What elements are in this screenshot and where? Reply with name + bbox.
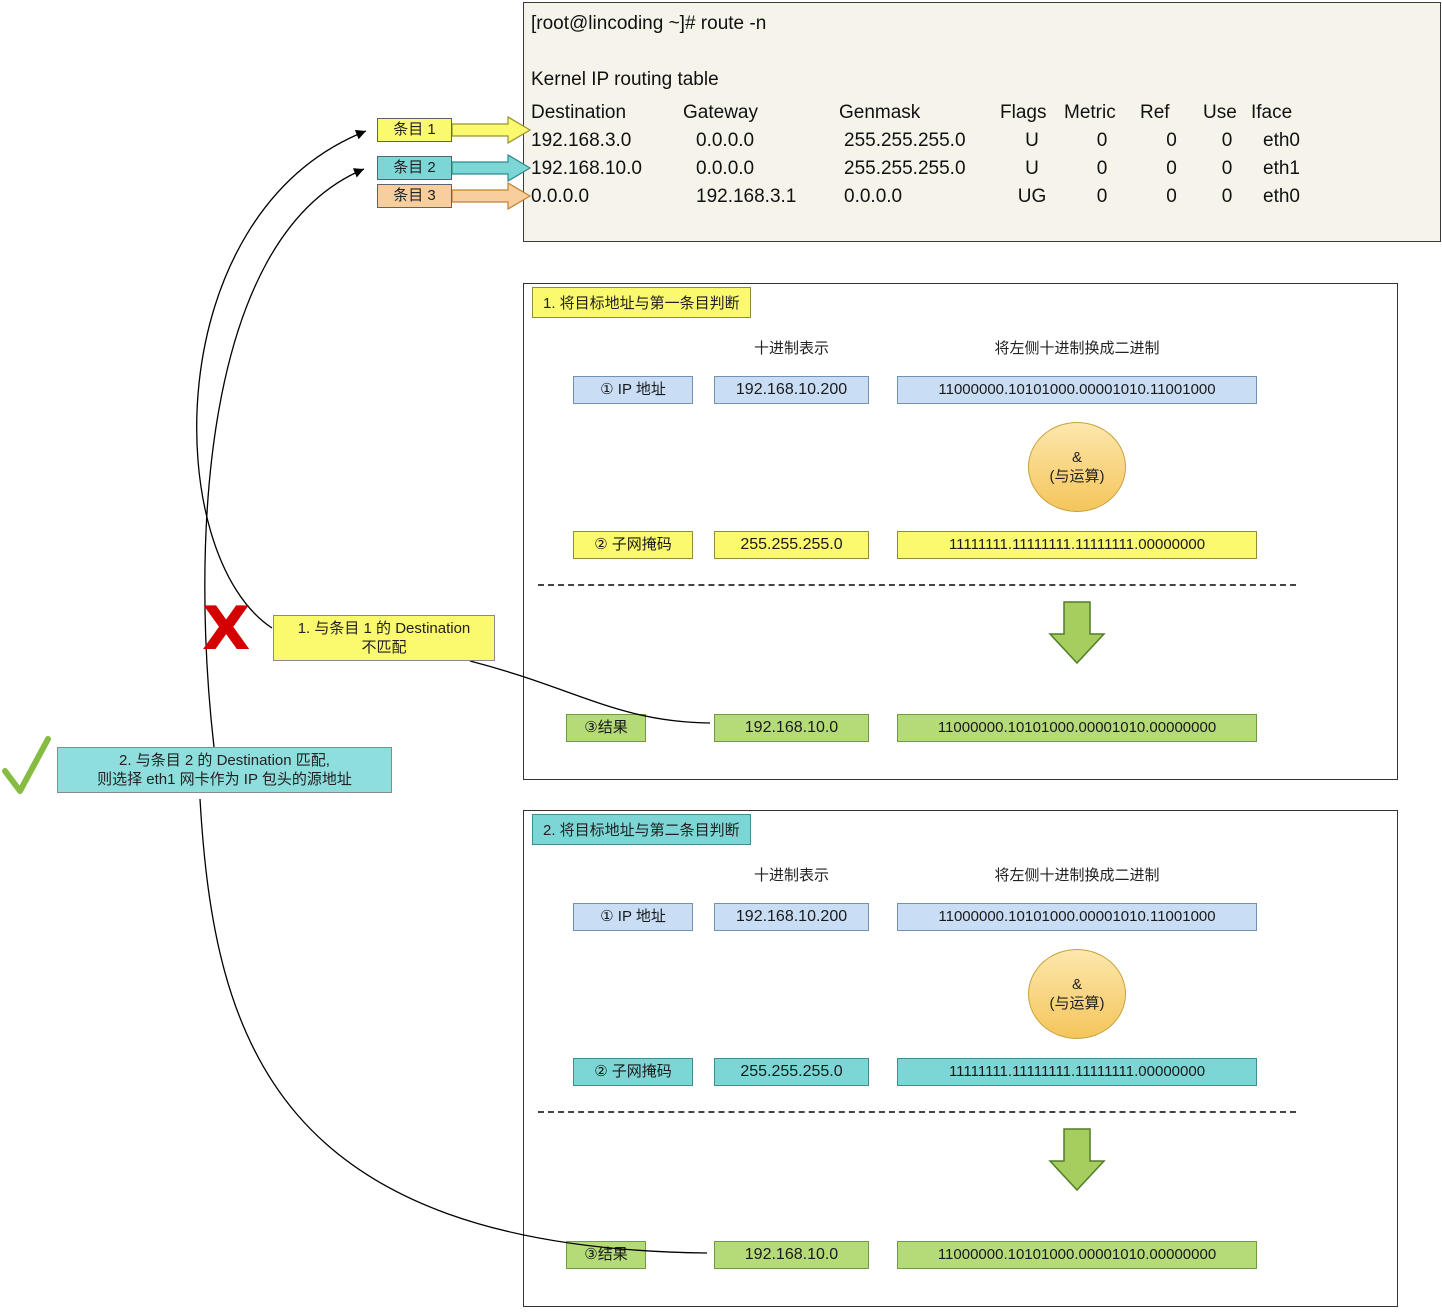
rt-cell: 0.0.0.0: [696, 158, 755, 179]
rt-cell: 255.255.255.0: [844, 130, 966, 151]
and-symbol: &: [1071, 448, 1082, 466]
rt-cell: eth0: [1263, 130, 1300, 151]
rt-cell: 255.255.255.0: [844, 158, 966, 179]
rt-cell: 0: [1166, 158, 1177, 179]
rt-cell: eth1: [1263, 158, 1300, 179]
rt-cell: 192.168.3.0: [531, 130, 632, 151]
section-2-title: 2. 将目标地址与第二条目判断: [532, 814, 751, 845]
mask-binary: 11111111.11111111.11111111.00000000: [897, 531, 1257, 559]
rt-header-cell: Gateway: [683, 102, 758, 123]
routing-table-title: Kernel IP routing table: [531, 69, 719, 90]
result-decimal: 192.168.10.0: [714, 1241, 869, 1269]
routing-table: Destination Gateway Genmask Flags Metric…: [531, 99, 1381, 211]
decimal-column-header: 十进制表示: [753, 340, 829, 357]
entry-1-label: 条目 1: [377, 118, 452, 142]
down-arrow-shape: [1048, 601, 1106, 665]
rt-cell: 0.0.0.0: [696, 130, 755, 151]
mask-decimal: 255.255.255.0: [714, 1058, 869, 1086]
rt-cell: 0: [1166, 130, 1177, 151]
terminal-command: [root@lincoding ~]# route -n: [531, 13, 767, 34]
down-arrow-icon: [1048, 601, 1106, 665]
ip-binary: 11000000.10101000.00001010.11001000: [897, 376, 1257, 404]
rt-cell: U: [1025, 130, 1039, 151]
rt-cell: eth0: [1263, 186, 1300, 207]
section-1-title: 1. 将目标地址与第一条目判断: [532, 287, 751, 318]
entry-3-label: 条目 3: [377, 184, 452, 208]
rt-cell: 0: [1221, 186, 1233, 207]
rt-header-cell: Metric: [1064, 102, 1116, 123]
match-note-line2: 则选择 eth1 网卡作为 IP 包头的源地址: [97, 771, 352, 788]
and-label: (与运算): [1049, 995, 1105, 1012]
mask-label: ② 子网掩码: [573, 1058, 693, 1086]
decimal-column-header: 十进制表示: [753, 867, 829, 884]
mismatch-note: 1. 与条目 1 的 Destination 不匹配: [273, 615, 495, 661]
terminal-window: [root@lincoding ~]# route -n Kernel IP r…: [523, 2, 1441, 242]
result-label: ③结果: [566, 714, 646, 742]
rt-header-cell: Use: [1203, 102, 1237, 123]
rt-cell: 0: [1096, 130, 1108, 151]
section-2: 2. 将目标地址与第二条目判断 十进制表示 将左侧十进制换成二进制 ① IP 地…: [523, 810, 1398, 1307]
connector-note1-to-entry1: [196, 130, 367, 629]
ip-label: ① IP 地址: [573, 376, 693, 404]
entry-2-label: 条目 2: [377, 156, 452, 180]
ip-decimal: 192.168.10.200: [714, 903, 869, 931]
rt-header-cell: Destination: [531, 102, 627, 123]
result-binary: 11000000.10101000.00001010.00000000: [897, 1241, 1257, 1269]
and-operator: & (与运算): [1028, 949, 1126, 1039]
rt-cell: 0: [1221, 158, 1233, 179]
separator-dashed-line: [538, 1111, 1296, 1113]
binary-column-header: 将左侧十进制换成二进制: [994, 340, 1160, 357]
ip-decimal: 192.168.10.200: [714, 376, 869, 404]
rt-cell: 0.0.0.0: [531, 186, 590, 207]
rt-cell: 192.168.10.0: [531, 158, 642, 179]
checkmark-icon: [2, 736, 51, 794]
separator-dashed-line: [538, 584, 1296, 586]
rt-cell: 0: [1096, 186, 1108, 207]
down-arrow-shape: [1048, 1128, 1106, 1192]
mask-decimal: 255.255.255.0: [714, 531, 869, 559]
result-decimal: 192.168.10.0: [714, 714, 869, 742]
x-mark-icon: X: [201, 594, 251, 664]
result-label: ③结果: [566, 1241, 646, 1269]
ip-label: ① IP 地址: [573, 903, 693, 931]
match-note-line1: 2. 与条目 2 的 Destination 匹配,: [119, 752, 330, 769]
rt-cell: U: [1025, 158, 1039, 179]
entry-3-arrow-icon: [451, 181, 532, 211]
rt-cell: 0.0.0.0: [844, 186, 903, 207]
and-symbol: &: [1071, 975, 1082, 993]
and-label: (与运算): [1049, 468, 1105, 485]
entry-2-arrow-icon: [451, 153, 532, 183]
rt-cell: 0: [1096, 158, 1108, 179]
mismatch-note-line2: 不匹配: [361, 639, 407, 656]
checkmark-shape: [2, 736, 51, 794]
ip-binary: 11000000.10101000.00001010.11001000: [897, 903, 1257, 931]
and-operator: & (与运算): [1028, 422, 1126, 512]
rt-cell: 192.168.3.1: [696, 186, 797, 207]
match-note: 2. 与条目 2 的 Destination 匹配, 则选择 eth1 网卡作为…: [57, 747, 392, 793]
mask-label: ② 子网掩码: [573, 531, 693, 559]
section-1: 1. 将目标地址与第一条目判断 十进制表示 将左侧十进制换成二进制 ① IP 地…: [523, 283, 1398, 780]
mismatch-note-line1: 1. 与条目 1 的 Destination: [297, 620, 471, 637]
rt-header-cell: Flags: [1000, 102, 1047, 123]
entry-1-arrow-icon: [451, 115, 532, 145]
binary-column-header: 将左侧十进制换成二进制: [994, 867, 1160, 884]
rt-cell: 0: [1221, 130, 1233, 151]
result-binary: 11000000.10101000.00001010.00000000: [897, 714, 1257, 742]
rt-cell: UG: [1017, 186, 1047, 207]
rt-header-cell: Ref: [1140, 102, 1170, 123]
down-arrow-icon: [1048, 1128, 1106, 1192]
rt-cell: 0: [1166, 186, 1177, 207]
rt-header-cell: Genmask: [839, 102, 921, 123]
mask-binary: 11111111.11111111.11111111.00000000: [897, 1058, 1257, 1086]
rt-header-cell: Iface: [1251, 102, 1293, 123]
